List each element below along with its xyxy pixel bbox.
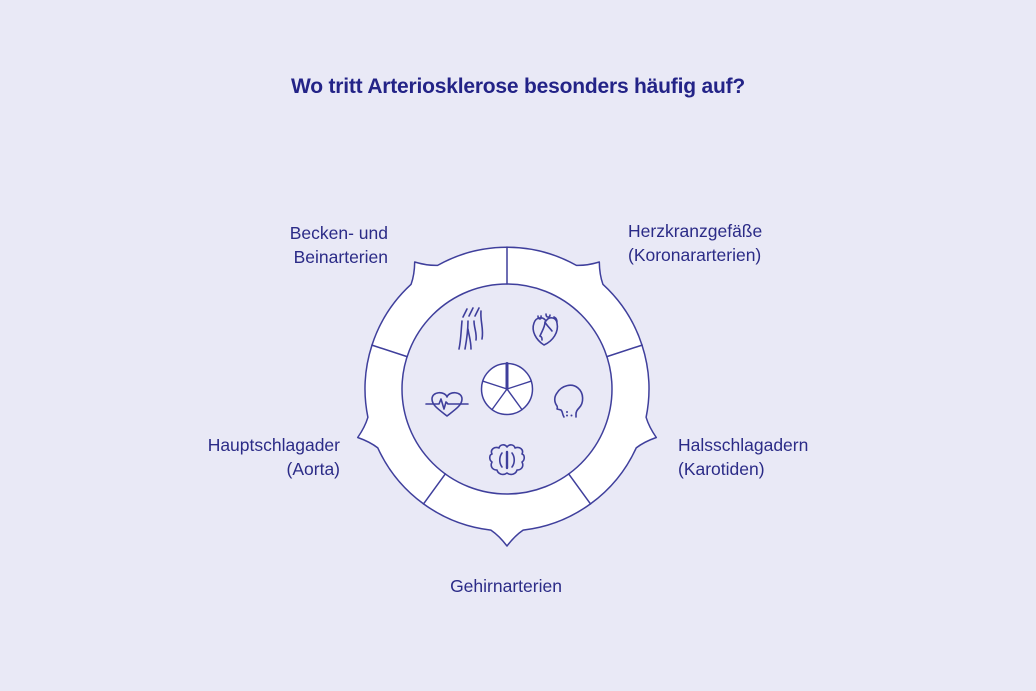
label-line: (Koronararterien) (628, 245, 762, 265)
label-aorta: Hauptschlagader (Aorta) (208, 433, 340, 481)
label-line: Becken- und (289, 223, 388, 243)
label-pelvic-leg-arteries: Becken- und Beinarterien (290, 221, 388, 269)
label-line: Beinarterien (293, 247, 388, 267)
label-line: Herzkranzgefäße (628, 221, 763, 241)
heart-pulse-icon (425, 391, 469, 417)
head-profile-icon (553, 384, 584, 418)
page-title: Wo tritt Arteriosklerose besonders häufi… (290, 75, 746, 98)
label-cerebral-arteries: Gehirnarterien (356, 574, 656, 598)
segmented-wheel-icon (480, 362, 534, 416)
label-carotid-arteries: Halsschlagadern (Karotiden) (678, 433, 808, 481)
leg-arteries-icon (458, 307, 484, 350)
label-line: Hauptschlagader (207, 435, 340, 455)
heart-icon (532, 313, 559, 346)
segment-dividers (371, 246, 643, 505)
label-line: (Karotiden) (678, 459, 765, 479)
label-line: Gehirnarterien (450, 576, 562, 596)
arteriosclerosis-wheel-diagram (297, 179, 717, 599)
label-line: (Aorta) (286, 459, 340, 479)
brain-icon (488, 444, 526, 476)
wheel-svg (356, 246, 658, 547)
label-coronary-arteries: Herzkranzgefäße (Koronararterien) (628, 219, 762, 267)
label-line: Halsschlagadern (678, 435, 809, 455)
